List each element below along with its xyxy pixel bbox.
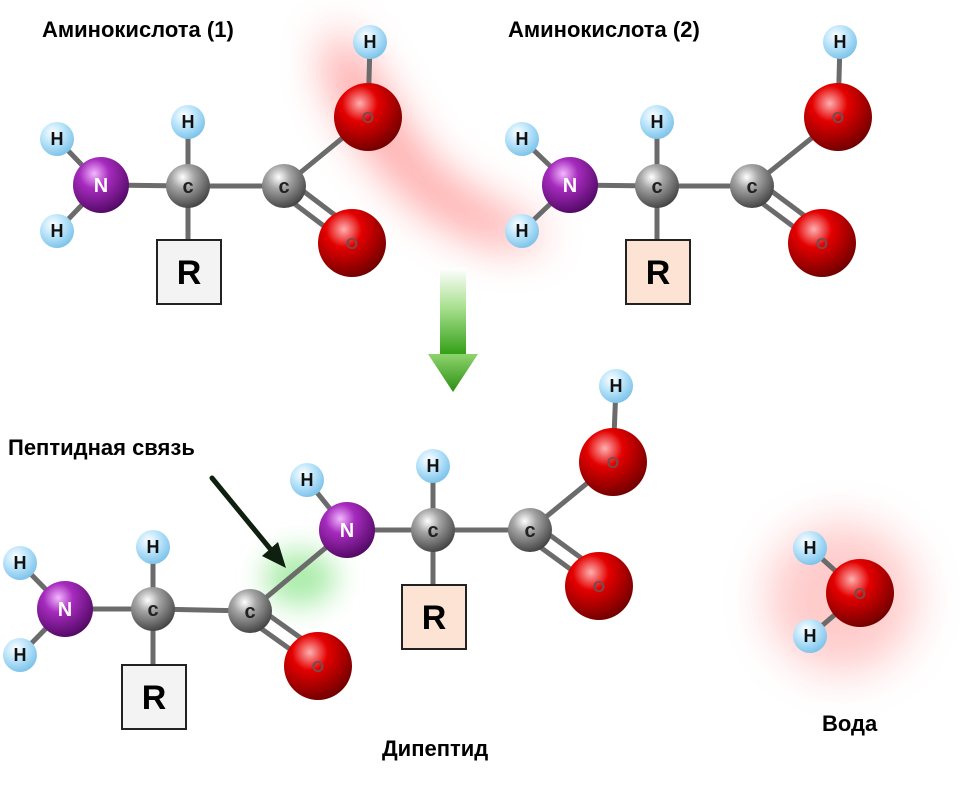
hydrogen-atom: H: [353, 25, 387, 59]
amino-acid-1-label: Аминокислота (1): [42, 17, 234, 42]
svg-text:H: H: [804, 538, 817, 558]
svg-text:H: H: [51, 221, 64, 241]
oxygen-atom: O: [318, 209, 386, 277]
hydrogen-atom: H: [505, 122, 539, 156]
r-group-amino1: R: [156, 239, 222, 305]
oxygen-atom: O: [284, 632, 352, 700]
svg-text:N: N: [340, 520, 354, 542]
svg-text:c: c: [524, 520, 535, 542]
svg-text:H: H: [14, 553, 27, 573]
carbon-atom: c: [166, 164, 210, 208]
oxygen-atom: O: [565, 552, 633, 620]
hydrogen-atom: H: [793, 619, 827, 653]
svg-text:c: c: [182, 176, 193, 198]
carbon-atom: c: [730, 164, 774, 208]
peptide-bond-label: Пептидная связь: [8, 435, 195, 460]
hydrogen-atom: H: [3, 638, 37, 672]
svg-text:O: O: [854, 586, 866, 603]
r-groups: R R R R: [121, 239, 691, 730]
svg-text:H: H: [834, 32, 847, 52]
r-label: R: [142, 679, 167, 717]
svg-text:N: N: [563, 175, 577, 197]
svg-text:c: c: [746, 176, 757, 198]
hydrogen-atom: H: [40, 122, 74, 156]
svg-text:c: c: [244, 601, 255, 623]
carbon-atom: c: [262, 164, 306, 208]
hydrogen-atom: H: [40, 214, 74, 248]
oxygen-atom: O: [826, 559, 894, 627]
oxygen-atom: O: [788, 209, 856, 277]
water-label: Вода: [822, 711, 878, 736]
oxygen-atom: O: [334, 83, 402, 151]
nitrogen-atom: N: [37, 581, 93, 637]
reaction-arrow: [428, 268, 478, 392]
nitrogen-atom: N: [73, 157, 129, 213]
svg-text:H: H: [14, 645, 27, 665]
amino-acid-2-label: Аминокислота (2): [508, 17, 700, 42]
hydrogen-atom: H: [505, 214, 539, 248]
hydrogen-atom: H: [823, 25, 857, 59]
svg-text:H: H: [364, 32, 377, 52]
svg-text:c: c: [651, 176, 662, 198]
svg-text:c: c: [427, 520, 438, 542]
hydrogen-atom: H: [793, 531, 827, 565]
hydrogen-atom: H: [290, 463, 324, 497]
r-group-amino2: R: [625, 239, 691, 305]
carbon-atom: c: [228, 589, 272, 633]
oxygen-atom: O: [579, 428, 647, 496]
hydrogen-atom: H: [171, 105, 205, 139]
carbon-atom: c: [635, 164, 679, 208]
r-label: R: [177, 254, 202, 292]
hydrogen-atom: H: [416, 449, 450, 483]
hydrogen-atom: H: [3, 546, 37, 580]
svg-text:H: H: [651, 112, 664, 132]
svg-text:c: c: [278, 176, 289, 198]
peptide-bond-pointer-arrow: [209, 475, 286, 568]
svg-text:H: H: [804, 626, 817, 646]
nitrogen-atom: N: [542, 157, 598, 213]
r-label: R: [646, 254, 671, 292]
oxygen-atom: O: [804, 83, 872, 151]
svg-text:H: H: [610, 376, 623, 396]
hydrogen-atom: H: [640, 105, 674, 139]
svg-text:H: H: [147, 537, 160, 557]
svg-text:O: O: [362, 110, 374, 127]
svg-text:O: O: [346, 236, 358, 253]
svg-text:O: O: [593, 579, 605, 596]
svg-text:H: H: [51, 129, 64, 149]
carbon-atom: c: [508, 508, 552, 552]
r-group-dipeptide-2: R: [401, 584, 467, 650]
svg-text:H: H: [182, 112, 195, 132]
svg-text:H: H: [516, 129, 529, 149]
svg-text:O: O: [832, 110, 844, 127]
nitrogen-atom: N: [319, 502, 375, 558]
svg-text:N: N: [58, 599, 72, 621]
svg-text:O: O: [607, 455, 619, 472]
dipeptide-label: Дипептид: [382, 736, 488, 761]
svg-text:N: N: [94, 175, 108, 197]
svg-text:H: H: [301, 470, 314, 490]
svg-text:H: H: [427, 456, 440, 476]
carbon-atom: c: [411, 508, 455, 552]
atoms: H H H H N c c O O H H H H N c c O O H H …: [3, 25, 894, 700]
r-label: R: [422, 599, 447, 637]
svg-text:c: c: [147, 599, 158, 621]
r-group-dipeptide-1: R: [121, 664, 187, 730]
svg-text:O: O: [312, 659, 324, 676]
svg-text:H: H: [516, 221, 529, 241]
hydrogen-atom: H: [136, 530, 170, 564]
carbon-atom: c: [131, 587, 175, 631]
hydrogen-atom: H: [599, 369, 633, 403]
svg-text:O: O: [816, 236, 828, 253]
